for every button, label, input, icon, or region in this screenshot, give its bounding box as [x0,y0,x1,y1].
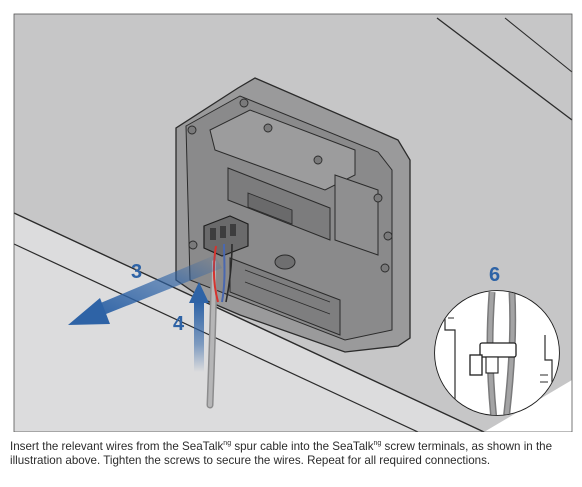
arrow-step-3 [68,255,222,325]
cable-tie [469,342,517,376]
blue-wire [221,243,226,303]
instruction-caption: Insert the relevant wires from the SeaTa… [10,440,553,468]
installation-illustration: 3 4 6 [13,13,573,432]
step-4-label: 4 [173,313,185,335]
display-unit-rear [175,77,411,353]
step-6-label: 6 [489,264,500,286]
spur-cable [206,243,233,409]
step-3-label: 3 [131,261,142,283]
arrow-step-4 [189,282,209,372]
